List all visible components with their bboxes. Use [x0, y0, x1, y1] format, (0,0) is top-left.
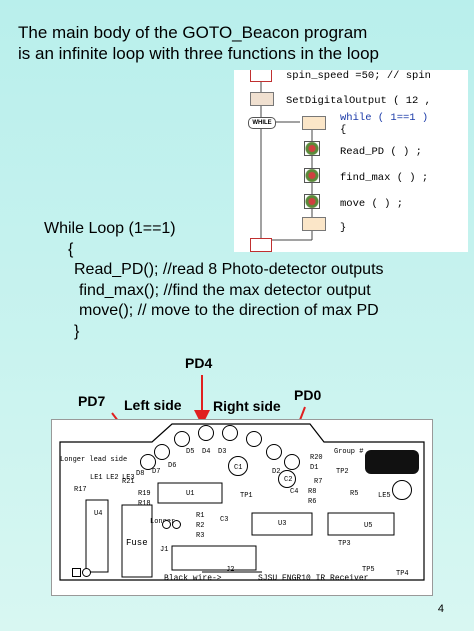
end-block-icon: [250, 238, 272, 252]
silk-r3: R3: [196, 532, 205, 540]
silk-d7: D7: [152, 468, 161, 476]
silk-r18: R18: [138, 500, 151, 508]
silk-le1: LE1: [90, 474, 103, 482]
photodetector-d8: [140, 454, 156, 470]
flow-line-2: SetDigitalOutput ( 12 ,: [286, 95, 431, 107]
flow-line-1: spin_speed =50; // spin: [286, 70, 431, 82]
silk-r21: R21: [122, 478, 135, 486]
pad-led-left-b: [172, 520, 181, 529]
photodetector-d1: [284, 454, 300, 470]
slide-title: The main body of the GOTO_Beacon program…: [18, 22, 458, 64]
silk-d6: D6: [168, 462, 177, 470]
label-left-side: Left side: [124, 397, 182, 413]
silk-r6: R6: [308, 498, 317, 506]
silk-black-wire: Black wire->: [164, 574, 222, 583]
label-right-side: Right side: [213, 398, 281, 414]
capacitor-c2: [278, 470, 296, 488]
silk-c1: C1: [234, 464, 243, 472]
silk-group: Group #: [334, 448, 364, 456]
led-le5: [392, 480, 412, 500]
flow-line-5: Read_PD ( ) ;: [340, 146, 422, 158]
capacitor-c1: [228, 456, 248, 476]
silk-longer-lead-side: Longer lead side: [60, 456, 128, 464]
photodetector-d3: [246, 431, 262, 447]
assign-block-icon: [250, 70, 272, 82]
label-pd7: PD7: [78, 393, 106, 409]
pad-led-left: [162, 520, 171, 529]
silk-d3: D3: [218, 448, 227, 456]
page-number: 4: [437, 603, 444, 615]
silk-r19: R19: [138, 490, 151, 498]
silk-c3: C3: [220, 516, 229, 524]
silk-le3: LE3: [122, 474, 135, 482]
digital-output-block-icon: [250, 92, 274, 106]
title-line-2: is an infinite loop with three functions…: [18, 44, 380, 63]
flowchart-panel: WHILE spin_speed =50; // spin SetDigital…: [234, 70, 468, 252]
flow-line-6: find_max ( ) ;: [340, 172, 429, 184]
silk-u3: U3: [278, 520, 287, 528]
silk-tp5: TP5: [362, 566, 375, 574]
silk-tp2: TP2: [336, 468, 349, 476]
silk-board-name: SJSU ENGR10 IR Receiver: [258, 574, 369, 583]
silk-tp3: TP3: [338, 540, 351, 548]
photodetector-d7: [154, 444, 170, 460]
label-pd4: PD4: [185, 355, 213, 371]
title-line-1: The main body of the GOTO_Beacon program: [18, 23, 368, 42]
move-function-icon: [304, 194, 320, 209]
photodetector-d4: [222, 425, 238, 441]
loop-end-block-icon: [302, 217, 326, 231]
silk-r2: R2: [196, 522, 205, 530]
silk-r7: R7: [314, 478, 323, 486]
silk-r17: R17: [74, 486, 87, 494]
silk-r8: R8: [308, 488, 317, 496]
silk-tp1: TP1: [240, 492, 253, 500]
circuit-board: Longer lead side Group # D6 D4 D3 D5 D2 …: [51, 419, 433, 596]
silk-r5: R5: [350, 490, 359, 498]
code-line-while: While Loop (1==1): [44, 220, 176, 237]
code-line-open-brace: {: [68, 240, 74, 258]
while-badge: WHILE: [248, 117, 276, 129]
silk-tp4: TP4: [396, 570, 409, 578]
pad-17: [72, 568, 81, 577]
photodetector-d5: [198, 425, 214, 441]
silk-fuse: Fuse: [126, 538, 148, 548]
board-outline: [59, 423, 425, 581]
code-line-find-max: find_max(); //find the max detector outp…: [79, 281, 371, 299]
flow-line-3: while ( 1==1 ): [340, 112, 429, 124]
label-pd0: PD0: [294, 387, 322, 403]
silk-r20: R20: [310, 454, 323, 462]
silk-u1: U1: [186, 490, 195, 498]
flow-line-8: }: [340, 222, 347, 234]
silk-d5: D5: [186, 448, 195, 456]
silk-le2: LE2: [106, 474, 119, 482]
silk-u5: U5: [364, 522, 373, 530]
silk-le5: LE5: [378, 492, 391, 500]
photodetector-d2: [266, 444, 282, 460]
silk-r1: R1: [196, 512, 205, 520]
pseudocode: While Loop (1==1) { Read_PD(); //read 8 …: [44, 219, 384, 342]
silk-d1: D1: [310, 464, 319, 472]
code-line-read-pd: Read_PD(); //read 8 Photo-detector outpu…: [74, 261, 384, 278]
silk-d8: D8: [136, 470, 145, 478]
pad-17b: [82, 568, 91, 577]
flow-line-7: move ( ) ;: [340, 198, 404, 210]
silk-d2: D2: [272, 468, 281, 476]
flow-line-4: {: [340, 124, 347, 136]
loop-start-block-icon: [302, 116, 326, 130]
silk-j2: J2: [226, 566, 235, 574]
code-line-move: move(); // move to the direction of max …: [79, 302, 379, 319]
silk-c2: C2: [284, 476, 293, 484]
photodetector-d6: [174, 431, 190, 447]
code-line-close-brace: }: [74, 322, 80, 340]
silk-u4: U4: [94, 510, 103, 518]
silk-c4: C4: [290, 488, 299, 496]
silk-d4: D4: [202, 448, 211, 456]
silk-j1: J1: [160, 546, 169, 554]
read-pd-function-icon: [304, 141, 320, 156]
find-max-function-icon: [304, 168, 320, 183]
